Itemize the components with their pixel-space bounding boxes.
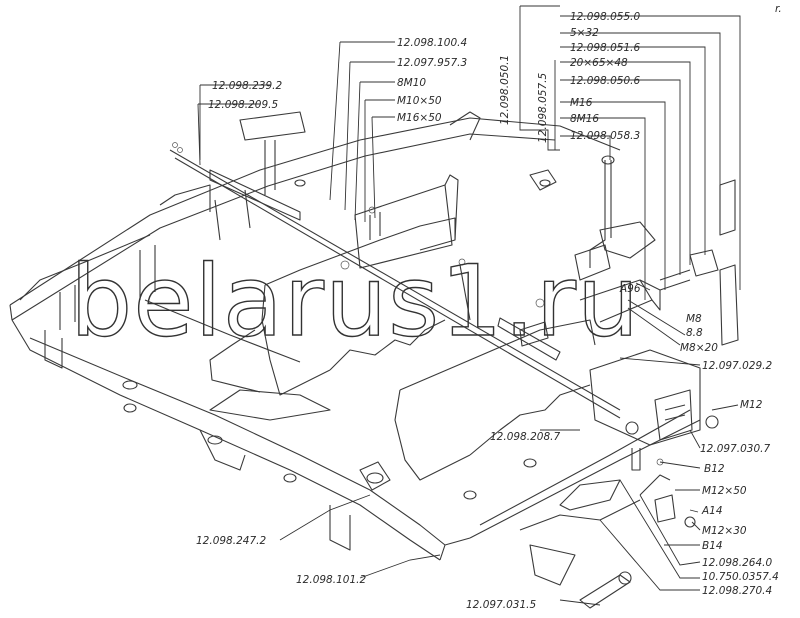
bottom-hardware (519, 474, 696, 609)
label-5x32: 5×32 (570, 27, 599, 39)
label-10-750-0357-4: 10.750.0357.4 (702, 571, 779, 583)
label-m12x30: M12×30 (702, 525, 747, 537)
label-m16x50: M16×50 (397, 112, 442, 124)
label-12-098-058-3: 12.098.058.3 (570, 130, 640, 142)
label-a96: A96 (619, 283, 641, 295)
label-12-098-100-4: 12.098.100.4 (397, 37, 467, 49)
label-12-097-029-2: 12.097.029.2 (702, 360, 772, 372)
label-m10x50: M10×50 (397, 95, 442, 107)
label-20x65x48: 20×65×48 (570, 57, 628, 69)
label-12-098-050-6: 12.098.050.6 (570, 75, 640, 87)
corner-mark: r. (775, 3, 782, 15)
label-12-098-208-7: 12.098.208.7 (490, 431, 560, 443)
label-12-098-055-0: 12.098.055.0 (570, 11, 640, 23)
label-12-097-030-7: 12.097.030.7 (700, 443, 770, 455)
label-8m10: 8M10 (397, 77, 426, 89)
label-b14: B14 (702, 540, 723, 552)
label-12-098-264-0: 12.098.264.0 (702, 557, 772, 569)
center-bracket (574, 155, 615, 281)
label-12-098-270-4: 12.098.270.4 (702, 585, 772, 597)
label-8-8: 8.8 (686, 327, 703, 339)
label-m8x20: M8×20 (680, 342, 718, 354)
rod-assembly (169, 149, 621, 419)
label-m16: M16 (570, 97, 593, 109)
label-12-098-051-6: 12.098.051.6 (570, 42, 640, 54)
right-stand (359, 279, 661, 491)
label-12-098-239-2: 12.098.239.2 (212, 80, 282, 92)
label-12-098-247-2: 12.098.247.2 (196, 535, 266, 547)
leader-lines (197, 5, 741, 606)
label-12-098-101-2: 12.098.101.2 (296, 574, 366, 586)
label-b12: B12 (704, 463, 725, 475)
label-12-097-031-5: 12.097.031.5 (466, 599, 536, 611)
frame (9, 111, 701, 561)
left-stand (209, 174, 459, 421)
label-12-097-957-3: 12.097.957.3 (397, 57, 467, 69)
watermark: belarus1.ru (70, 245, 640, 359)
label-8m16: 8M16 (570, 113, 599, 125)
label-a14: A14 (701, 505, 723, 517)
label-m12: M12 (740, 399, 763, 411)
label-12-098-209-5: 12.098.209.5 (208, 99, 278, 111)
label-m8: M8 (686, 313, 702, 325)
label-vert-a: 12.098.050.1 (499, 55, 511, 125)
label-vert-b: 12.098.057.5 (537, 73, 549, 143)
label-m12x50: M12×50 (702, 485, 747, 497)
right-hardware (589, 179, 739, 471)
